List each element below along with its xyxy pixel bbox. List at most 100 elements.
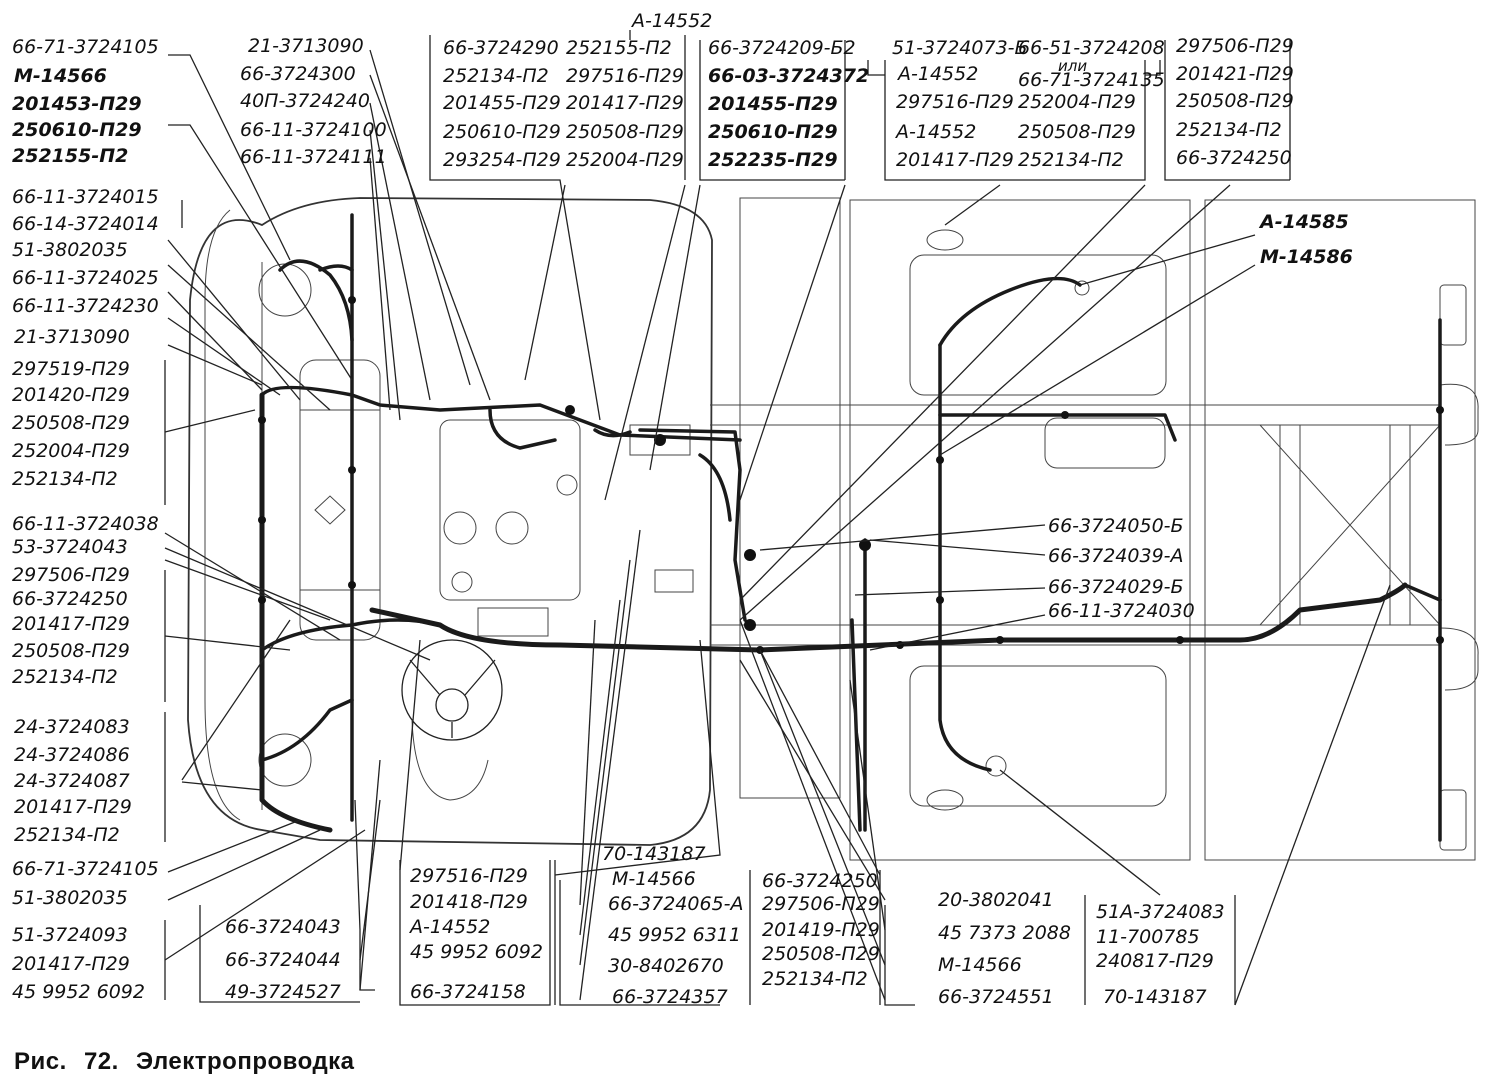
part-label: 240817-П29	[1096, 950, 1214, 972]
part-label: 201417-П29	[14, 796, 132, 818]
part-label: 51-3724073-Б	[892, 37, 1028, 59]
part-label: 66-3724250	[12, 588, 128, 610]
part-label: 66-14-3724014	[12, 213, 159, 235]
caption-title: Электропроводка	[136, 1048, 355, 1075]
part-label: 297516-П29	[410, 865, 528, 887]
part-label: 201419-П29	[762, 919, 880, 941]
part-label: 66-71-3724105	[12, 858, 159, 880]
part-label: 21-3713090	[248, 35, 364, 57]
part-label: 252134-П2	[12, 666, 118, 688]
part-label: 201418-П29	[410, 891, 528, 913]
part-label: 297506-П29	[1176, 35, 1294, 57]
part-label: 66-3724290	[443, 37, 559, 59]
part-label: 45 9952 6092	[410, 941, 543, 963]
part-label: 252004-П29	[12, 440, 130, 462]
part-label: 20-3802041	[938, 889, 1054, 911]
part-label: 66-71-3724135	[1018, 69, 1165, 91]
part-label: М-14566	[14, 65, 107, 87]
part-label: 30-8402670	[608, 955, 724, 977]
part-label: 66-3724250	[1176, 147, 1292, 169]
part-label: 66-3724044	[225, 949, 341, 971]
part-label: 66-3724065-А	[608, 893, 744, 915]
part-label: 252134-П2	[12, 468, 118, 490]
part-label: 250610-П29	[12, 119, 142, 141]
part-label: 252134-П2	[1018, 149, 1124, 171]
part-label: 297506-П29	[762, 893, 880, 915]
wire-harness	[258, 213, 1444, 842]
part-label: 66-11-3724025	[12, 267, 159, 289]
part-label: 201455-П29	[708, 93, 838, 115]
part-label: 66-3724029-Б	[1048, 576, 1184, 598]
part-label: 201417-П29	[12, 613, 130, 635]
caption-prefix: Рис.	[14, 1048, 67, 1075]
part-label: 252235-П29	[708, 149, 838, 171]
part-label: 66-3724551	[938, 986, 1054, 1008]
part-label: 66-11-3724038	[12, 513, 159, 535]
part-label: 201420-П29	[12, 384, 130, 406]
part-label: 297519-П29	[12, 358, 130, 380]
part-label: 252155-П2	[12, 145, 128, 167]
part-label: 66-03-3724372	[708, 65, 869, 87]
part-label: 66-3724300	[240, 63, 356, 85]
part-label: 51-3802035	[12, 239, 128, 261]
part-label: 11-700785	[1096, 926, 1200, 948]
part-label: 252134-П2	[1176, 119, 1282, 141]
part-label: М-14566	[938, 954, 1022, 976]
part-label: 66-3724050-Б	[1048, 515, 1184, 537]
part-label: 70-143187	[1103, 986, 1207, 1008]
part-label: 51-3802035	[12, 887, 128, 909]
part-label: 70-143187	[602, 843, 706, 865]
part-label: 201453-П29	[12, 93, 142, 115]
part-label: 45 9952 6311	[608, 924, 741, 946]
vehicle-outline	[187, 197, 1479, 861]
part-label: 66-11-3724030	[1048, 600, 1195, 622]
part-label: 250508-П29	[1018, 121, 1136, 143]
steering-wheel	[401, 639, 503, 741]
part-label: 49-3724527	[225, 981, 341, 1003]
part-label: 66-11-3724230	[12, 295, 159, 317]
part-label: 66-3724158	[410, 981, 526, 1003]
part-label: А-14552	[408, 916, 490, 938]
part-label: 250508-П29	[566, 121, 684, 143]
part-label: 201417-П29	[566, 92, 684, 114]
part-label: 66-3724357	[612, 986, 728, 1008]
part-label: 53-3724043	[12, 536, 128, 558]
caption-number: 72.	[83, 1048, 119, 1075]
part-label: 252155-П2	[566, 37, 672, 59]
part-label: 24-3724083	[14, 716, 130, 738]
part-label: 66-11-3724015	[12, 186, 159, 208]
part-label: 66-3724043	[225, 916, 341, 938]
figure-caption: Рис. 72. Электропроводка	[14, 1048, 365, 1076]
part-label: 297516-П29	[896, 91, 1014, 113]
part-label: 250508-П29	[12, 640, 130, 662]
part-label: 252004-П29	[1018, 91, 1136, 113]
part-label: 201417-П29	[896, 149, 1014, 171]
part-label: 252134-П2	[762, 968, 868, 990]
part-label: А-14585	[1258, 211, 1349, 233]
part-label: или	[1058, 57, 1087, 75]
part-label: 250610-П29	[443, 121, 561, 143]
part-label: 250610-П29	[708, 121, 838, 143]
part-label: 201417-П29	[12, 953, 130, 975]
part-label: 66-51-3724208	[1018, 37, 1165, 59]
part-label: 297506-П29	[12, 564, 130, 586]
part-label: 293254-П29	[443, 149, 561, 171]
part-label: 66-71-3724105	[12, 36, 159, 58]
part-label: 51-3724093	[12, 924, 128, 946]
part-label: 66-3724250	[762, 870, 878, 892]
part-label: 252134-П2	[443, 65, 549, 87]
part-label: А-14552	[894, 121, 976, 143]
part-label: М-14566	[612, 868, 696, 890]
part-label: 40П-3724240	[240, 90, 370, 112]
part-label: 250508-П29	[12, 412, 130, 434]
part-label: 250508-П29	[1176, 90, 1294, 112]
part-label: 66-3724039-А	[1048, 545, 1184, 567]
part-label: 45 9952 6092	[12, 981, 145, 1003]
part-label: 201455-П29	[443, 92, 561, 114]
part-label: 24-3724086	[14, 744, 130, 766]
part-label: 66-11-3724100	[240, 119, 387, 141]
part-label: 24-3724087	[14, 770, 130, 792]
part-label: М-14586	[1260, 246, 1353, 268]
part-label: А-14552	[630, 10, 712, 32]
